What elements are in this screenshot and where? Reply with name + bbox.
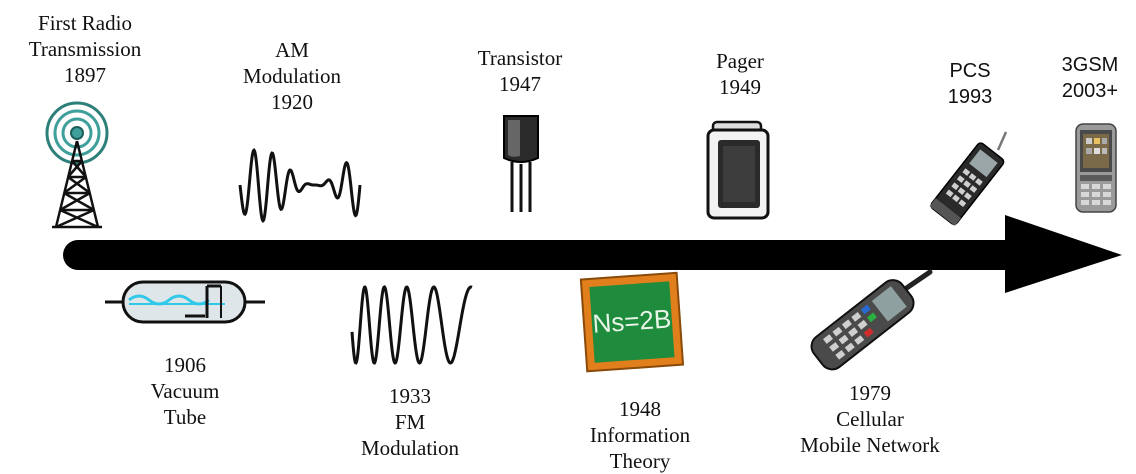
label-line: 1993 [947,86,993,108]
label-line: 1949 [719,75,761,99]
label-line: AM [275,38,309,62]
label-line: 1920 [271,90,313,114]
chalkboard-text: Ns=2B [592,303,673,338]
label-line: 2003+ [1061,80,1119,102]
label-line: Tube [163,405,207,429]
label-line: 3GSM [1061,54,1119,76]
label-line: Information [589,423,691,447]
label-line: Modulation [243,64,341,88]
label-line: 1897 [64,63,106,87]
label-vacuum-tube: 1906 Vacuum Tube [120,352,250,430]
label-line: 1947 [499,72,541,96]
label-line: Modulation [361,436,459,460]
label-line: 1933 [389,384,431,408]
fm-wave-icon [350,285,473,365]
label-am-modulation: AM Modulation 1920 [222,37,362,115]
pager-icon [706,120,770,220]
label-first-radio: First Radio Transmission 1897 [10,10,160,88]
am-wave-icon [238,148,362,224]
label-line: Pager [716,49,764,73]
label-information-theory: 1948 Information Theory [565,396,715,474]
transistor-icon [503,115,539,212]
label-fm-modulation: 1933 FM Modulation [340,383,480,461]
radio-tower-icon [45,101,109,229]
label-3gsm: 3GSM 2003+ [1050,52,1130,104]
label-line: PCS [949,60,991,82]
label-line: 1948 [619,397,661,421]
label-pager: Pager 1949 [690,48,790,100]
smartphone-icon [1075,123,1117,213]
label-line: Theory [609,449,671,473]
chalkboard-icon: Ns=2B [579,271,685,373]
label-transistor: Transistor 1947 [455,45,585,97]
label-line: 1906 [164,353,206,377]
label-line: Transmission [28,37,142,61]
label-line: 1979 [849,381,891,405]
label-line: Mobile Network [800,433,940,457]
label-line: First Radio [38,11,132,35]
label-line: Cellular [836,407,904,431]
label-line: Vacuum [150,379,220,403]
label-line: FM [394,410,426,434]
cell-phone-icon [810,269,933,371]
label-cellular: 1979 Cellular Mobile Network [770,380,970,458]
label-line: Transistor [477,46,563,70]
label-pcs: PCS 1993 [930,58,1010,110]
vacuum-tube-icon [105,280,265,324]
flip-phone-icon [929,131,1008,226]
